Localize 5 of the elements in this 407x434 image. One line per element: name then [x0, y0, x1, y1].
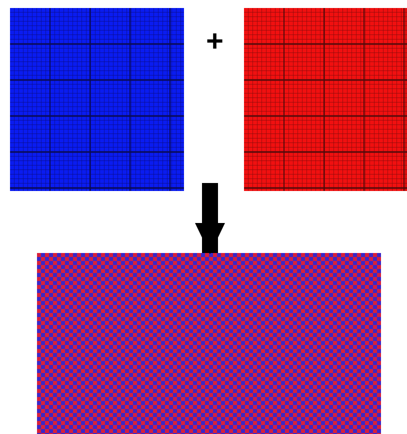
grid-square	[244, 8, 407, 191]
plus-sign: +	[206, 27, 224, 57]
arrow	[195, 183, 225, 254]
grid-square	[10, 8, 184, 191]
checkerboard-pattern	[37, 253, 381, 434]
